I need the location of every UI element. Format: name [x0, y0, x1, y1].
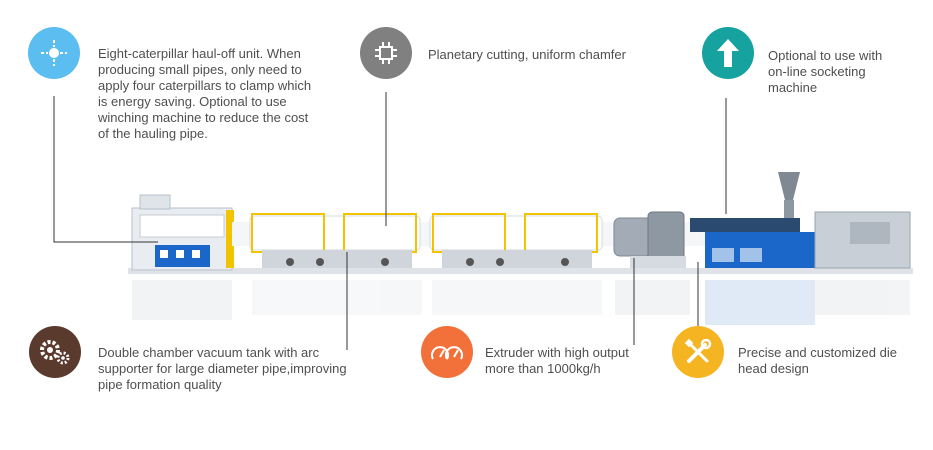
- haul-off-unit: [131, 194, 234, 271]
- vacuum-tank-1: [249, 213, 421, 268]
- die-head-description: Precise and customized die head design: [738, 345, 897, 376]
- leader-line-haul-off: [53, 96, 158, 243]
- haul-off-description: Eight-caterpillar haul-off unit. When pr…: [98, 46, 312, 141]
- machine-base: [128, 268, 913, 274]
- gears-icon: [29, 326, 81, 378]
- crosshair-icon: [28, 27, 80, 79]
- extruder-description: Extruder with high output more than 1000…: [485, 345, 629, 376]
- die-head: [613, 211, 686, 268]
- vacuum-tank-2: [429, 213, 603, 268]
- speedometer-icon: [421, 326, 473, 378]
- socketing-description: Optional to use with on-line socketing m…: [768, 48, 883, 95]
- tools-icon: [672, 326, 724, 378]
- cutter-description: Planetary cutting, uniform chamfer: [428, 47, 626, 62]
- machine-reflection: [132, 280, 910, 325]
- arrow-up-icon: [702, 27, 754, 79]
- chip-icon: [360, 27, 412, 79]
- extruder: [690, 172, 911, 269]
- vacuum-tank-description: Double chamber vacuum tank with arc supp…: [98, 345, 347, 392]
